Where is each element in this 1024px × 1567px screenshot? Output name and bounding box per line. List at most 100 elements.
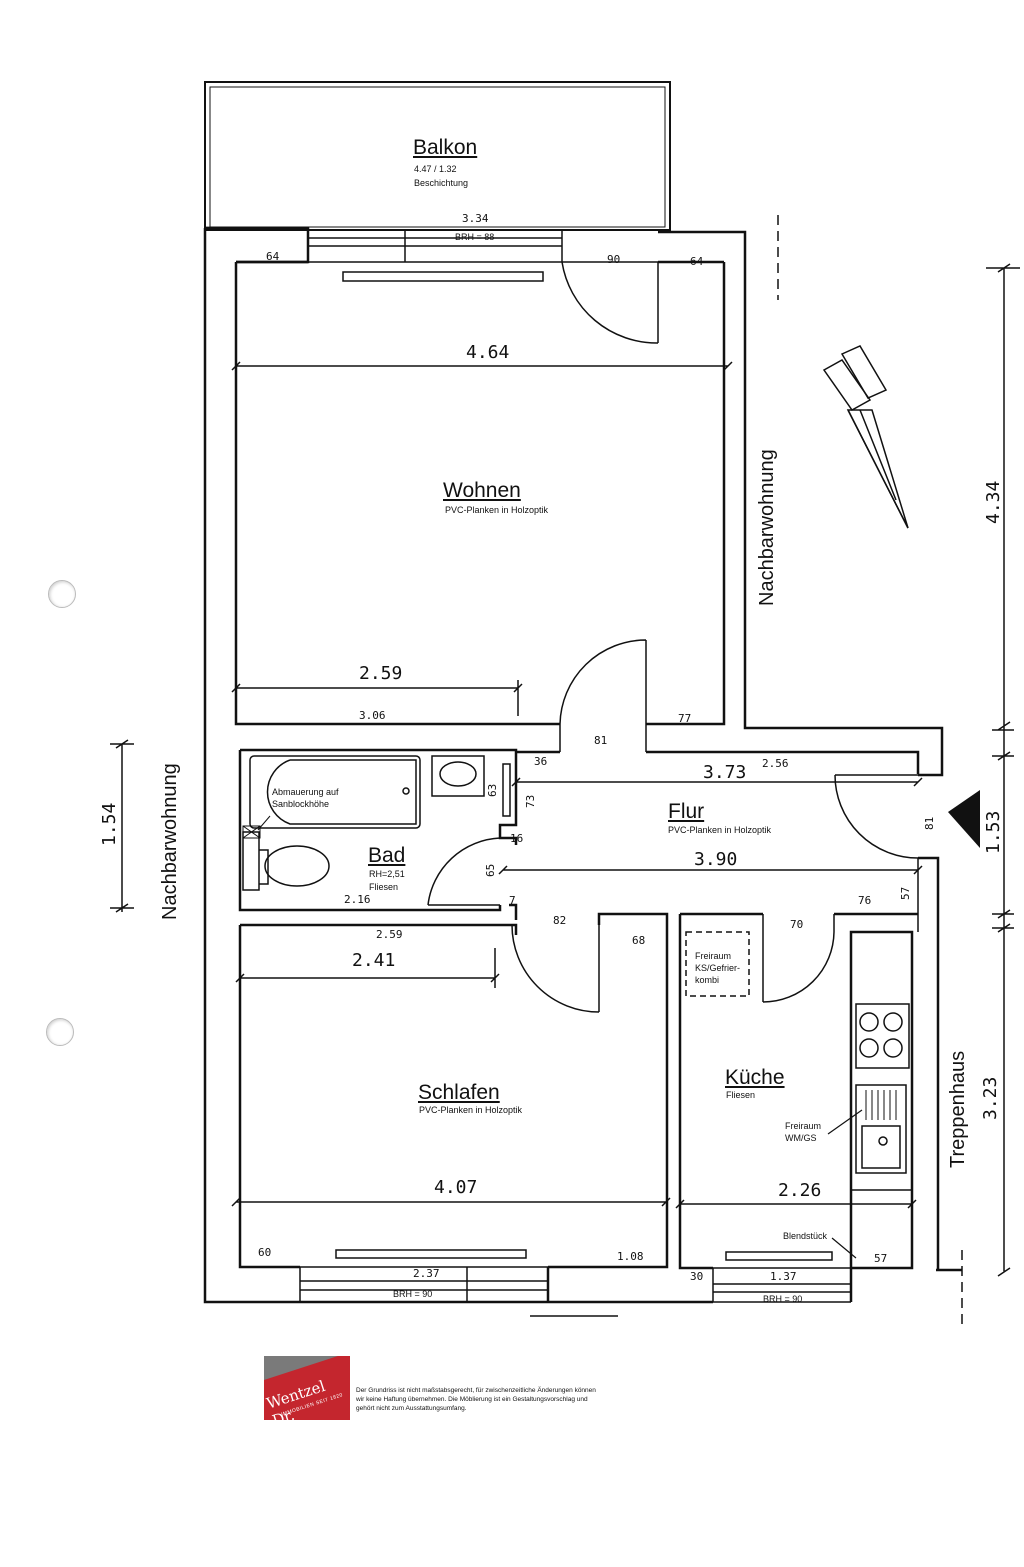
- dim-kueche-30: 30: [690, 1270, 704, 1283]
- dim-line-241: [235, 948, 500, 988]
- flur-top-wall: [516, 750, 920, 774]
- dim-schlafen-407: 4.07: [434, 1177, 478, 1198]
- bad-door: [427, 837, 501, 906]
- freiraum-ks-label: Freiraum KS/Gefrier-kombi: [695, 951, 741, 985]
- dim-wohnen-inner: 2.59: [359, 663, 403, 684]
- dim-kueche-57: 57: [874, 1252, 888, 1265]
- dim-right-153: 1.53: [983, 810, 1004, 854]
- bad-floor: Fliesen: [369, 882, 399, 892]
- balkon-floor: Beschichtung: [414, 178, 469, 188]
- dim-bad-63: 63: [486, 783, 499, 797]
- brh-right: BRH = 90: [763, 1294, 803, 1304]
- balcony-door: [561, 261, 659, 344]
- flur-floor: PVC-Planken in Holzoptik: [668, 825, 772, 835]
- freiraum-wm-arrow: [827, 1109, 863, 1135]
- burner-1: [859, 1012, 879, 1032]
- kitchen-sink: [855, 1084, 907, 1174]
- dim-door-70: 70: [790, 918, 804, 931]
- bad-sink-bowl: [439, 761, 477, 787]
- kueche-walls: [678, 912, 918, 1270]
- dim-left: [110, 739, 134, 913]
- wohnen-walls: [234, 260, 726, 726]
- dim-bad-65: 65: [484, 863, 497, 877]
- dim-wall-57: 57: [899, 886, 912, 900]
- dim-door-81: 81: [594, 734, 608, 747]
- dim-schlafen-241: 2.41: [352, 950, 396, 971]
- wohnen-door: [559, 639, 647, 752]
- kueche-door: [762, 914, 835, 1003]
- dim-wall-77: 77: [678, 712, 692, 725]
- dim-left-154: 1.54: [99, 802, 120, 846]
- bad-cabinet: [502, 763, 511, 817]
- blendstueck-arrow: [831, 1237, 857, 1259]
- neighbor-left-label: Nachbarwohnung: [159, 763, 181, 920]
- dim-right-323: 3.23: [980, 1076, 1001, 1120]
- brh-left: BRH = 90: [393, 1289, 433, 1299]
- radiator-schlafen: [335, 1249, 527, 1259]
- dim-wall-7: 7: [509, 894, 516, 907]
- dim-schlafen-window: 2.37: [413, 1267, 440, 1280]
- wohnen-title: Wohnen: [443, 479, 521, 502]
- brh-top: BRH = 88: [455, 232, 495, 242]
- top-window: [308, 229, 658, 263]
- dim-door-81-right: 81: [923, 816, 936, 830]
- bathtub-drain: [402, 787, 410, 795]
- top-wall-right: [658, 230, 944, 777]
- bathtub: [249, 755, 421, 829]
- burner-2: [883, 1012, 903, 1032]
- disclaimer-text: Der Grundriss ist nicht maßstabsgerecht,…: [356, 1387, 596, 1412]
- window-schlafen: [299, 1266, 548, 1303]
- blendstueck-label: Blendstück: [783, 1231, 828, 1241]
- dim-bad-216: 2.16: [344, 893, 371, 906]
- toilet-bowl: [264, 845, 330, 887]
- window-kueche: [712, 1267, 851, 1303]
- radiator-kueche: [725, 1251, 833, 1261]
- kueche-floor: Fliesen: [726, 1090, 756, 1100]
- kitchen-drain: [878, 1136, 888, 1146]
- freiraum-ks-box: [685, 931, 750, 997]
- bad-title: Bad: [368, 844, 406, 867]
- flur-title: Flur: [668, 800, 705, 823]
- bad-note-arrow: [257, 815, 271, 831]
- balkon-title: Balkon: [413, 136, 478, 159]
- dim-right-434: 4.34: [983, 480, 1004, 524]
- cooktop: [855, 1003, 910, 1069]
- neighbor-right-label: Nachbarwohnung: [756, 449, 778, 606]
- dim-line-259-wohnen: [231, 680, 523, 716]
- dim-flur-390: 3.90: [694, 849, 738, 870]
- dim-door-90: 90: [607, 253, 621, 266]
- dim-schlafen-259: 2.59: [376, 928, 403, 941]
- kueche-title: Küche: [725, 1066, 785, 1089]
- dim-flur-256: 2.56: [762, 757, 789, 770]
- dim-wall-76: 76: [858, 894, 872, 907]
- dim-line-407: [231, 1197, 671, 1207]
- burner-3: [859, 1038, 879, 1058]
- stair-label: Treppenhaus: [947, 1050, 969, 1168]
- dim-pillar-left: 64: [266, 250, 280, 263]
- dim-right: [986, 263, 1020, 1277]
- sink-ribs: [865, 1090, 897, 1120]
- top-left-pier: [205, 226, 310, 264]
- dim-wohnen-width: 4.64: [466, 342, 510, 363]
- outer-wall: [203, 226, 853, 1304]
- schlafen-title: Schlafen: [418, 1081, 500, 1104]
- radiator-top: [342, 271, 544, 282]
- bad-height: RH=2,51: [369, 869, 405, 879]
- dim-flur-373: 3.73: [703, 762, 747, 783]
- stair-arrow-icon: [948, 790, 980, 848]
- toilet-connect: [259, 849, 269, 885]
- dim-door-82: 82: [553, 914, 567, 927]
- dim-schlafen-108: 1.08: [617, 1250, 644, 1263]
- dim-line-464: [231, 361, 733, 371]
- toilet-tank: [242, 831, 260, 891]
- balkon-area: 4.47 / 1.32: [414, 164, 457, 174]
- bad-note: Abmauerung auf Sanblockhöhe: [272, 787, 339, 809]
- dim-kueche-226: 2.26: [778, 1180, 822, 1201]
- dim-pillar-right: 64: [690, 255, 704, 268]
- dim-wall-68: 68: [632, 934, 646, 947]
- punch-hole-bottom: [46, 1018, 74, 1046]
- brand-logo: Wentzel Dr. IMMOBILIEN SEIT 1820: [264, 1356, 350, 1420]
- wohnen-floor: PVC-Planken in Holzoptik: [445, 505, 549, 515]
- bad-sink: [431, 755, 485, 797]
- schlafen-walls: [238, 912, 669, 1269]
